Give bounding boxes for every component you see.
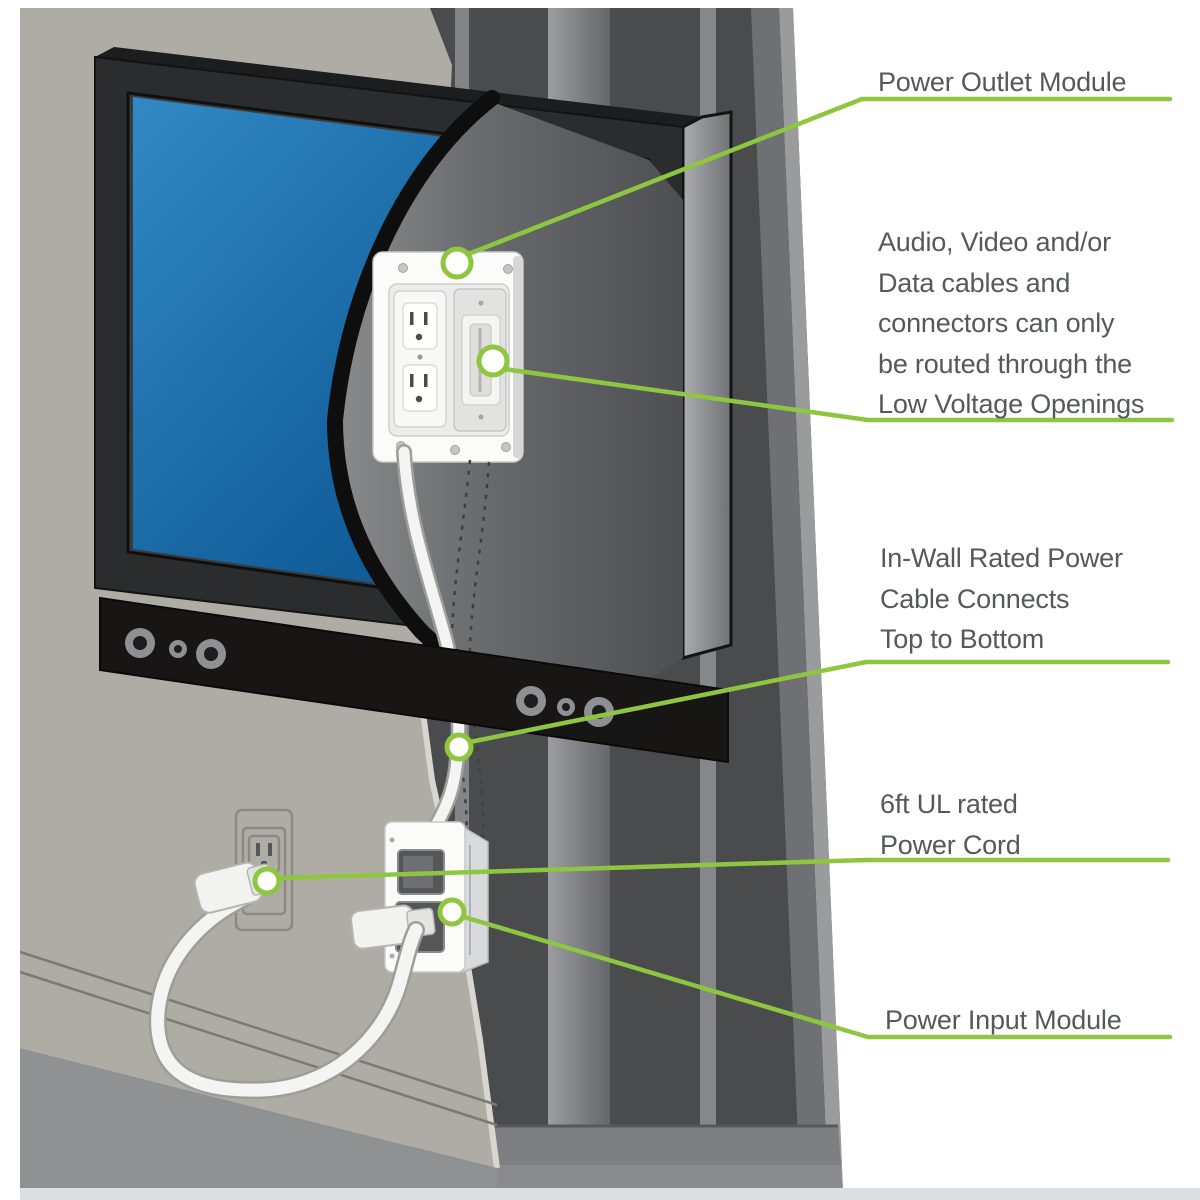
marker-in-wall-cable: [444, 732, 474, 762]
stud: [751, 8, 828, 1188]
module-side: [462, 825, 489, 974]
callout-line-low-voltage: [501, 366, 1175, 423]
marker-power-outlet-module: [440, 246, 474, 280]
marker-low-voltage: [476, 344, 510, 378]
image-bottom-strip: [0, 1188, 1200, 1200]
callout-line-in-wall-cable: [467, 659, 1171, 745]
left-margin: [0, 0, 20, 1200]
tv-side-face: [681, 110, 733, 660]
baseboard-line: [19, 970, 498, 1127]
duplex-receptacle: [393, 290, 447, 428]
label-low-voltage-note: Audio, Video and/or Data cables and conn…: [878, 227, 1145, 419]
label-in-wall-cable: In-Wall Rated Power Cable Connects Top t…: [880, 543, 1123, 654]
screw-hole: [398, 263, 408, 273]
marker-power-cord: [252, 866, 282, 896]
floor: [415, 1165, 842, 1188]
label-power-cord: 6ft UL rated Power Cord: [880, 789, 1021, 860]
screw-hole: [501, 442, 511, 452]
label-power-outlet-module: Power Outlet Module: [878, 67, 1127, 97]
tv-top-face: [95, 47, 702, 127]
callout-line-power-outlet-module: [463, 96, 1173, 258]
label-power-input-module: Power Input Module: [885, 1005, 1122, 1035]
low-voltage-cable-path: [450, 459, 491, 855]
screw-hole: [450, 445, 460, 455]
callout-markers: [252, 246, 510, 927]
callout-lines: [277, 96, 1175, 1040]
right-margin: [793, 0, 1200, 1188]
marker-power-input-module: [437, 897, 467, 927]
callout-line-power-cord: [277, 857, 1171, 881]
floor-front: [20, 1048, 497, 1188]
callout-line-power-input-module: [461, 914, 1173, 1040]
baseboard-line: [19, 950, 498, 1107]
screw-hole: [503, 264, 513, 274]
bottom-plate: [415, 1125, 841, 1165]
stud: [779, 8, 843, 1188]
